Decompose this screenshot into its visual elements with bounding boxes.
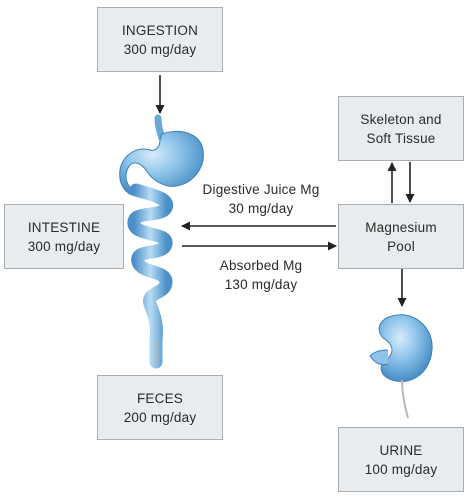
absorbed-line1: Absorbed Mg	[219, 258, 303, 273]
skeleton-line2: Soft Tissue	[366, 130, 436, 146]
urine-value: 100 mg/day	[364, 461, 438, 477]
intestine-title: INTESTINE	[27, 219, 101, 235]
pool-line2: Pool	[387, 238, 415, 254]
ingestion-title: INGESTION	[121, 22, 199, 38]
urine-box: URINE 100 mg/day	[338, 427, 464, 492]
absorbed-mg-label: Absorbed Mg 130 mg/day	[186, 256, 336, 294]
feces-title: FECES	[136, 390, 183, 406]
ingestion-value: 300 mg/day	[123, 41, 197, 57]
digestive-line1: Digestive Juice Mg	[202, 182, 320, 197]
intestine-box: INTESTINE 300 mg/day	[4, 204, 124, 269]
feces-box: FECES 200 mg/day	[97, 375, 223, 440]
kidney-illustration	[369, 314, 433, 419]
digestive-juice-label: Digestive Juice Mg 30 mg/day	[186, 180, 336, 218]
intestine-value: 300 mg/day	[27, 238, 101, 254]
magnesium-pool-box: Magnesium Pool	[338, 204, 464, 269]
skeleton-line1: Skeleton and	[360, 111, 442, 127]
digestive-line2: 30 mg/day	[228, 201, 294, 216]
ingestion-box: INGESTION 300 mg/day	[97, 7, 223, 72]
feces-value: 200 mg/day	[123, 409, 197, 425]
stomach-illustration	[119, 114, 204, 197]
pool-line1: Magnesium	[365, 219, 437, 235]
absorbed-line2: 130 mg/day	[224, 277, 298, 292]
skeleton-box: Skeleton and Soft Tissue	[338, 96, 464, 161]
intestine-illustration	[127, 183, 174, 369]
urine-title: URINE	[379, 442, 423, 458]
